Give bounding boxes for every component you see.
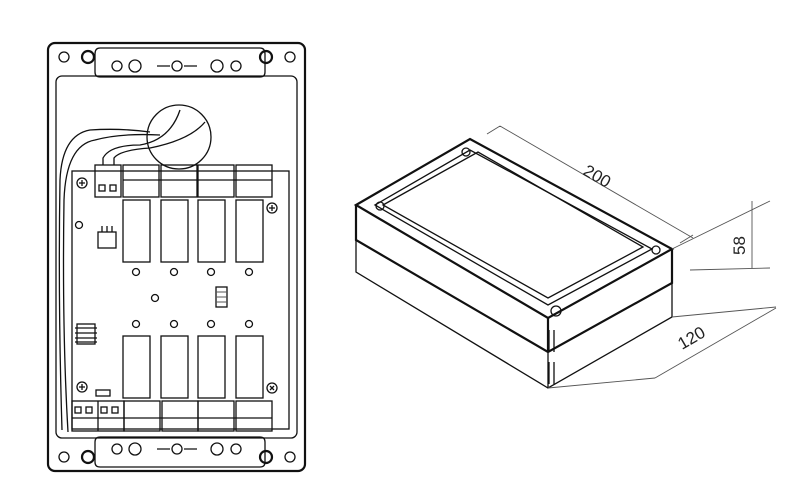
enclosure-outer xyxy=(46,41,307,473)
dimension-lines: 200 58 120 xyxy=(486,125,777,389)
top-view-open-enclosure xyxy=(46,41,307,473)
dimension-height-label: 58 xyxy=(730,236,749,255)
isometric-view-enclosure xyxy=(353,137,675,389)
dimension-length-label: 200 xyxy=(580,161,614,192)
leds-and-components xyxy=(74,177,278,397)
dimension-width-label: 120 xyxy=(675,323,709,354)
cable-wires xyxy=(58,104,212,433)
relays xyxy=(122,199,264,399)
lid-top xyxy=(353,137,675,320)
pcb-board xyxy=(71,170,290,430)
terminal-blocks xyxy=(71,164,273,432)
enclosure-inner xyxy=(55,75,298,439)
mounting-holes xyxy=(58,49,296,465)
